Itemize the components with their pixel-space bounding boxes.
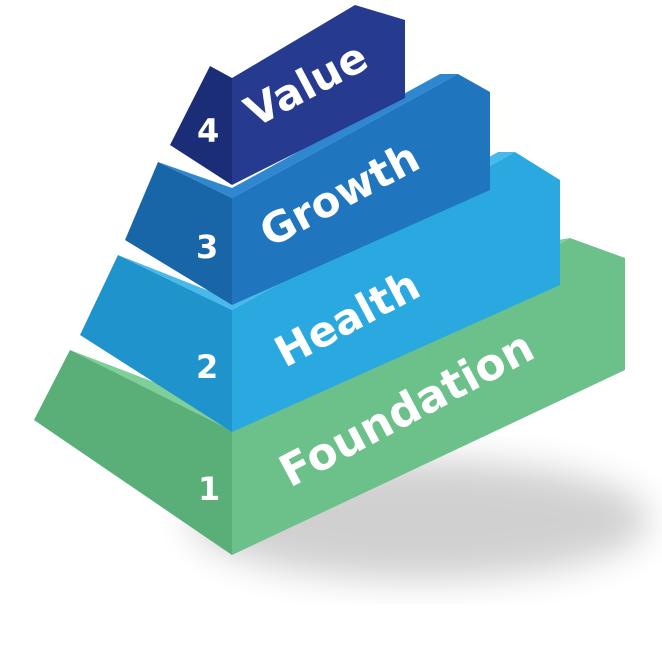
tier-number-4: 4 xyxy=(197,112,219,150)
tier-health-front-face xyxy=(232,152,560,432)
tier-number-2: 2 xyxy=(196,348,218,386)
tier-value-front-face xyxy=(232,5,405,185)
tier-foundation-front-face xyxy=(232,238,625,555)
tier-growth-top-face xyxy=(158,74,458,198)
tier-growth-left-face xyxy=(125,162,232,305)
tier-foundation-left-face xyxy=(34,350,232,555)
tier-growth-front-face xyxy=(232,74,490,305)
tier-number-1: 1 xyxy=(198,470,220,508)
tier-value-left-face xyxy=(170,66,232,185)
tier-number-3: 3 xyxy=(196,228,218,266)
tier-health-left-face xyxy=(80,255,232,432)
